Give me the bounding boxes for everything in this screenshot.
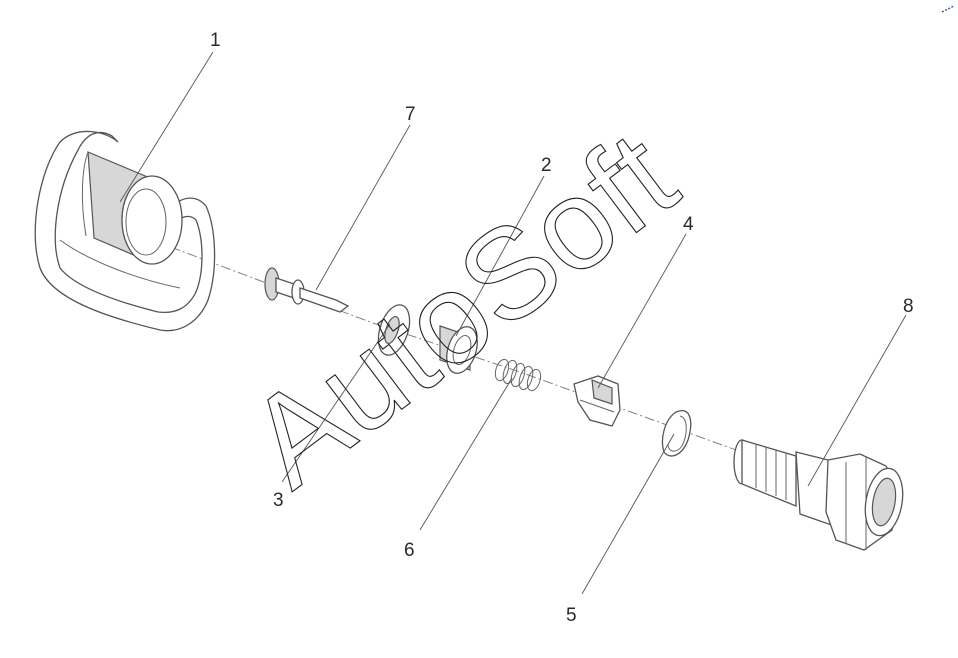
leader-2 [455,175,545,337]
label-part-8: 8 [903,296,914,317]
label-part-6: 6 [404,540,415,561]
leader-5 [581,433,675,595]
part-2-seal-ring [439,325,478,374]
label-part-3: 3 [273,490,284,511]
label-part-5: 5 [566,605,577,626]
label-part-2: 2 [541,155,552,176]
watermark-text: AutoSoft [223,105,701,515]
label-part-4: 4 [683,214,694,235]
corner-logo-mark [941,5,955,13]
leader-7 [315,124,411,291]
leader-1 [119,51,214,203]
label-part-7: 7 [405,104,416,125]
part-8-nipple-body [733,439,904,551]
leader-3 [281,323,391,483]
leader-8 [807,314,907,487]
part-3-washer [377,304,411,356]
part-6-spring [494,358,542,392]
leader-6 [419,377,513,531]
part-4-clip [573,375,621,427]
part-5-circlip [661,410,692,457]
label-part-1: 1 [210,30,221,51]
leader-4 [597,233,687,389]
part-1-release-collar [34,130,216,332]
part-7-pin [264,267,350,313]
